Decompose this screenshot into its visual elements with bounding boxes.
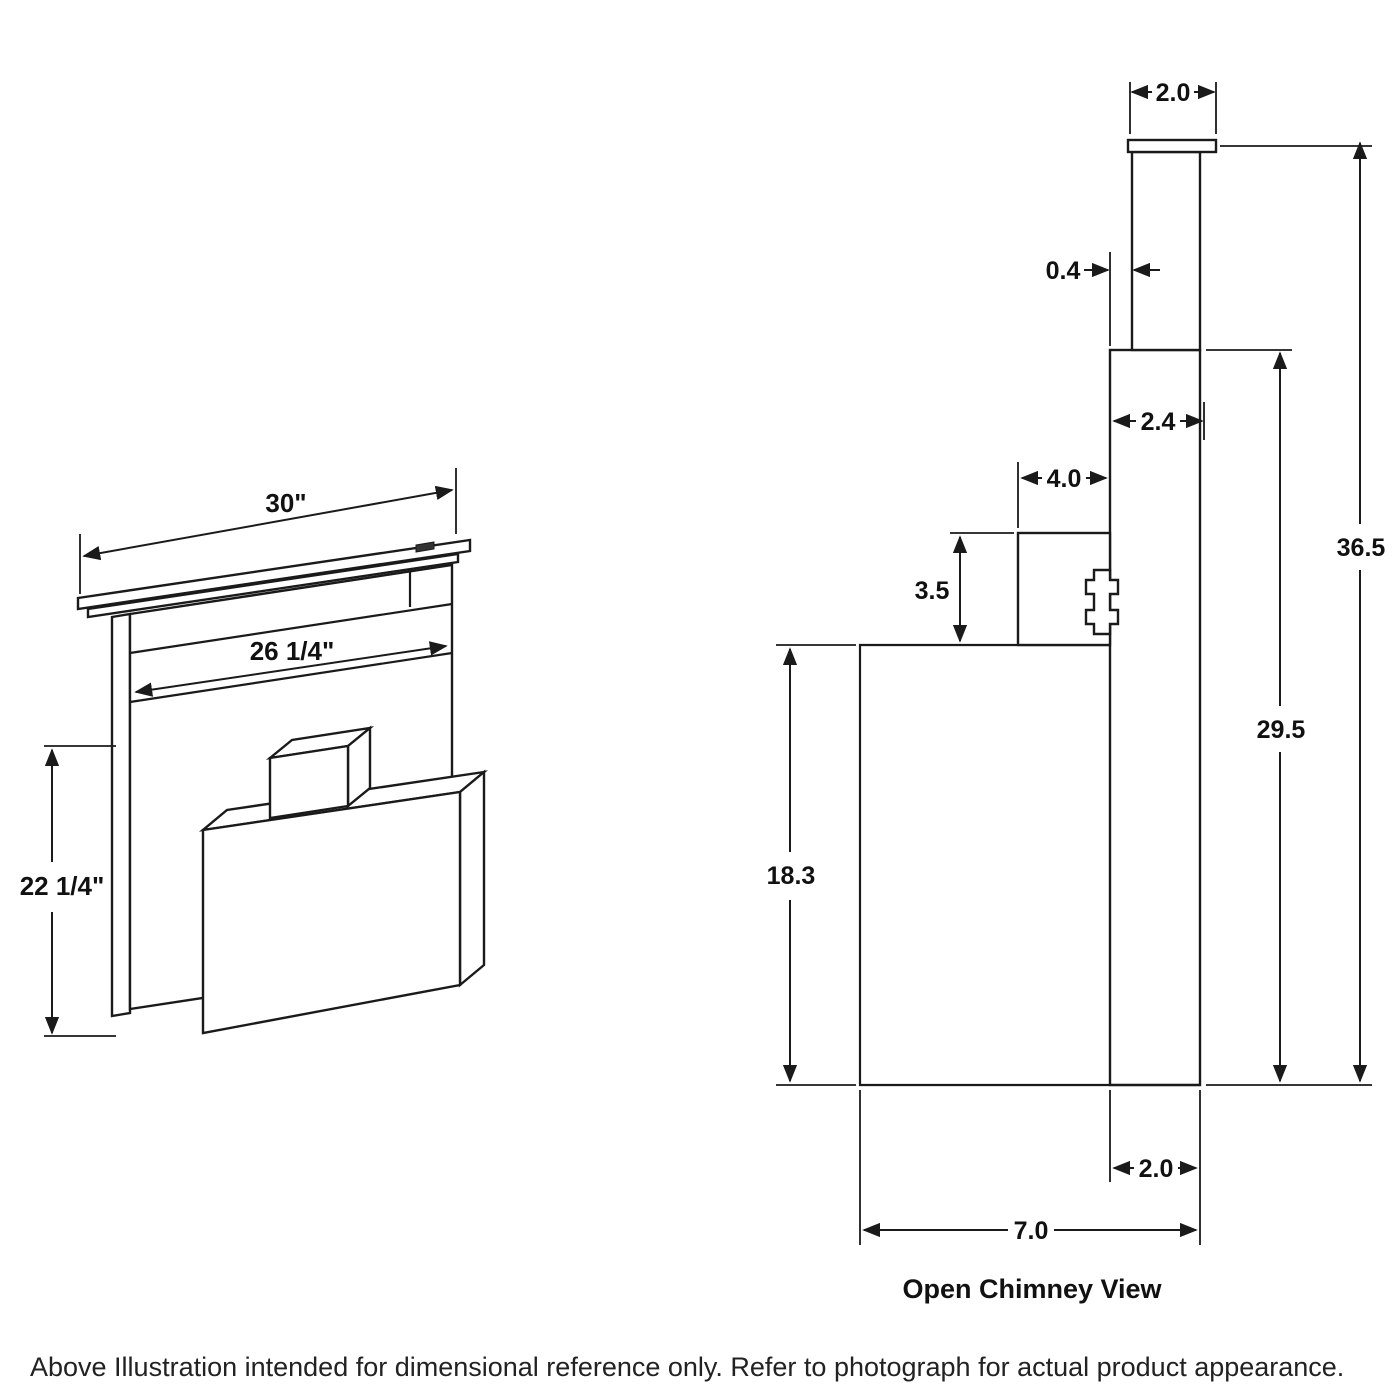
dim-chimney-width: 2.4 (1112, 402, 1205, 440)
dim-chimney-depth-label: 2.0 (1139, 1155, 1174, 1183)
view-title: Open Chimney View (902, 1274, 1162, 1304)
dim-chimney-depth: 2.0 (1109, 1090, 1201, 1245)
riser-side-edge (110, 612, 132, 1018)
dim-vent-width-label: 26 1/4" (250, 636, 335, 666)
dim-body-height-left-label: 22 1/4" (20, 871, 105, 901)
dim-body-depth-label: 7.0 (1014, 1217, 1049, 1245)
dim-top-width: 30" (79, 468, 457, 594)
dim-duct-height-label: 3.5 (915, 577, 950, 605)
duct-collar-front (268, 744, 350, 820)
dim-tube-offset: 0.4 (1046, 252, 1160, 346)
dimension-diagram: 30" 26 1/4" 22 1/4" (20, 79, 1386, 1304)
dim-body-height-left: 22 1/4" (20, 745, 116, 1037)
dim-cap-width-label: 2.0 (1156, 79, 1191, 107)
dim-body-height-label: 18.3 (767, 862, 816, 890)
chimney-inner-tube (1130, 150, 1202, 352)
downdraft-perspective-view: 30" 26 1/4" 22 1/4" (20, 468, 489, 1037)
blower-box-front (201, 790, 462, 1035)
chimney-outer (1108, 348, 1202, 1087)
dim-vent-width: 26 1/4" (134, 636, 448, 697)
dim-top-width-label: 30" (265, 488, 306, 518)
dim-body-depth: 7.0 (859, 1090, 1198, 1245)
dim-body-height: 18.3 (767, 644, 856, 1086)
dim-cap-width: 2.0 (1129, 79, 1217, 134)
disclaimer-caption: Above Illustration intended for dimensio… (30, 1352, 1345, 1382)
open-chimney-view: 2.0 0.4 2.4 4.0 3.5 (767, 79, 1386, 1304)
mounting-bracket-detail (1084, 568, 1120, 636)
dim-overall-height-label: 36.5 (1337, 534, 1386, 562)
chimney-cap (1126, 138, 1218, 154)
vent-lip-fascia (86, 552, 460, 619)
blower-box-side (458, 769, 486, 988)
dim-duct-width: 4.0 (1017, 462, 1108, 528)
dim-duct-width-label: 4.0 (1047, 465, 1082, 493)
dim-overall-height: 36.5 (1206, 141, 1386, 1086)
dim-chimney-height: 29.5 (1206, 349, 1306, 1083)
unit-body (858, 643, 1200, 1087)
dim-chimney-width-label: 2.4 (1141, 408, 1176, 436)
dim-chimney-height-label: 29.5 (1257, 716, 1306, 744)
dim-tube-offset-label: 0.4 (1046, 257, 1081, 285)
dim-duct-height: 3.5 (915, 532, 1014, 643)
